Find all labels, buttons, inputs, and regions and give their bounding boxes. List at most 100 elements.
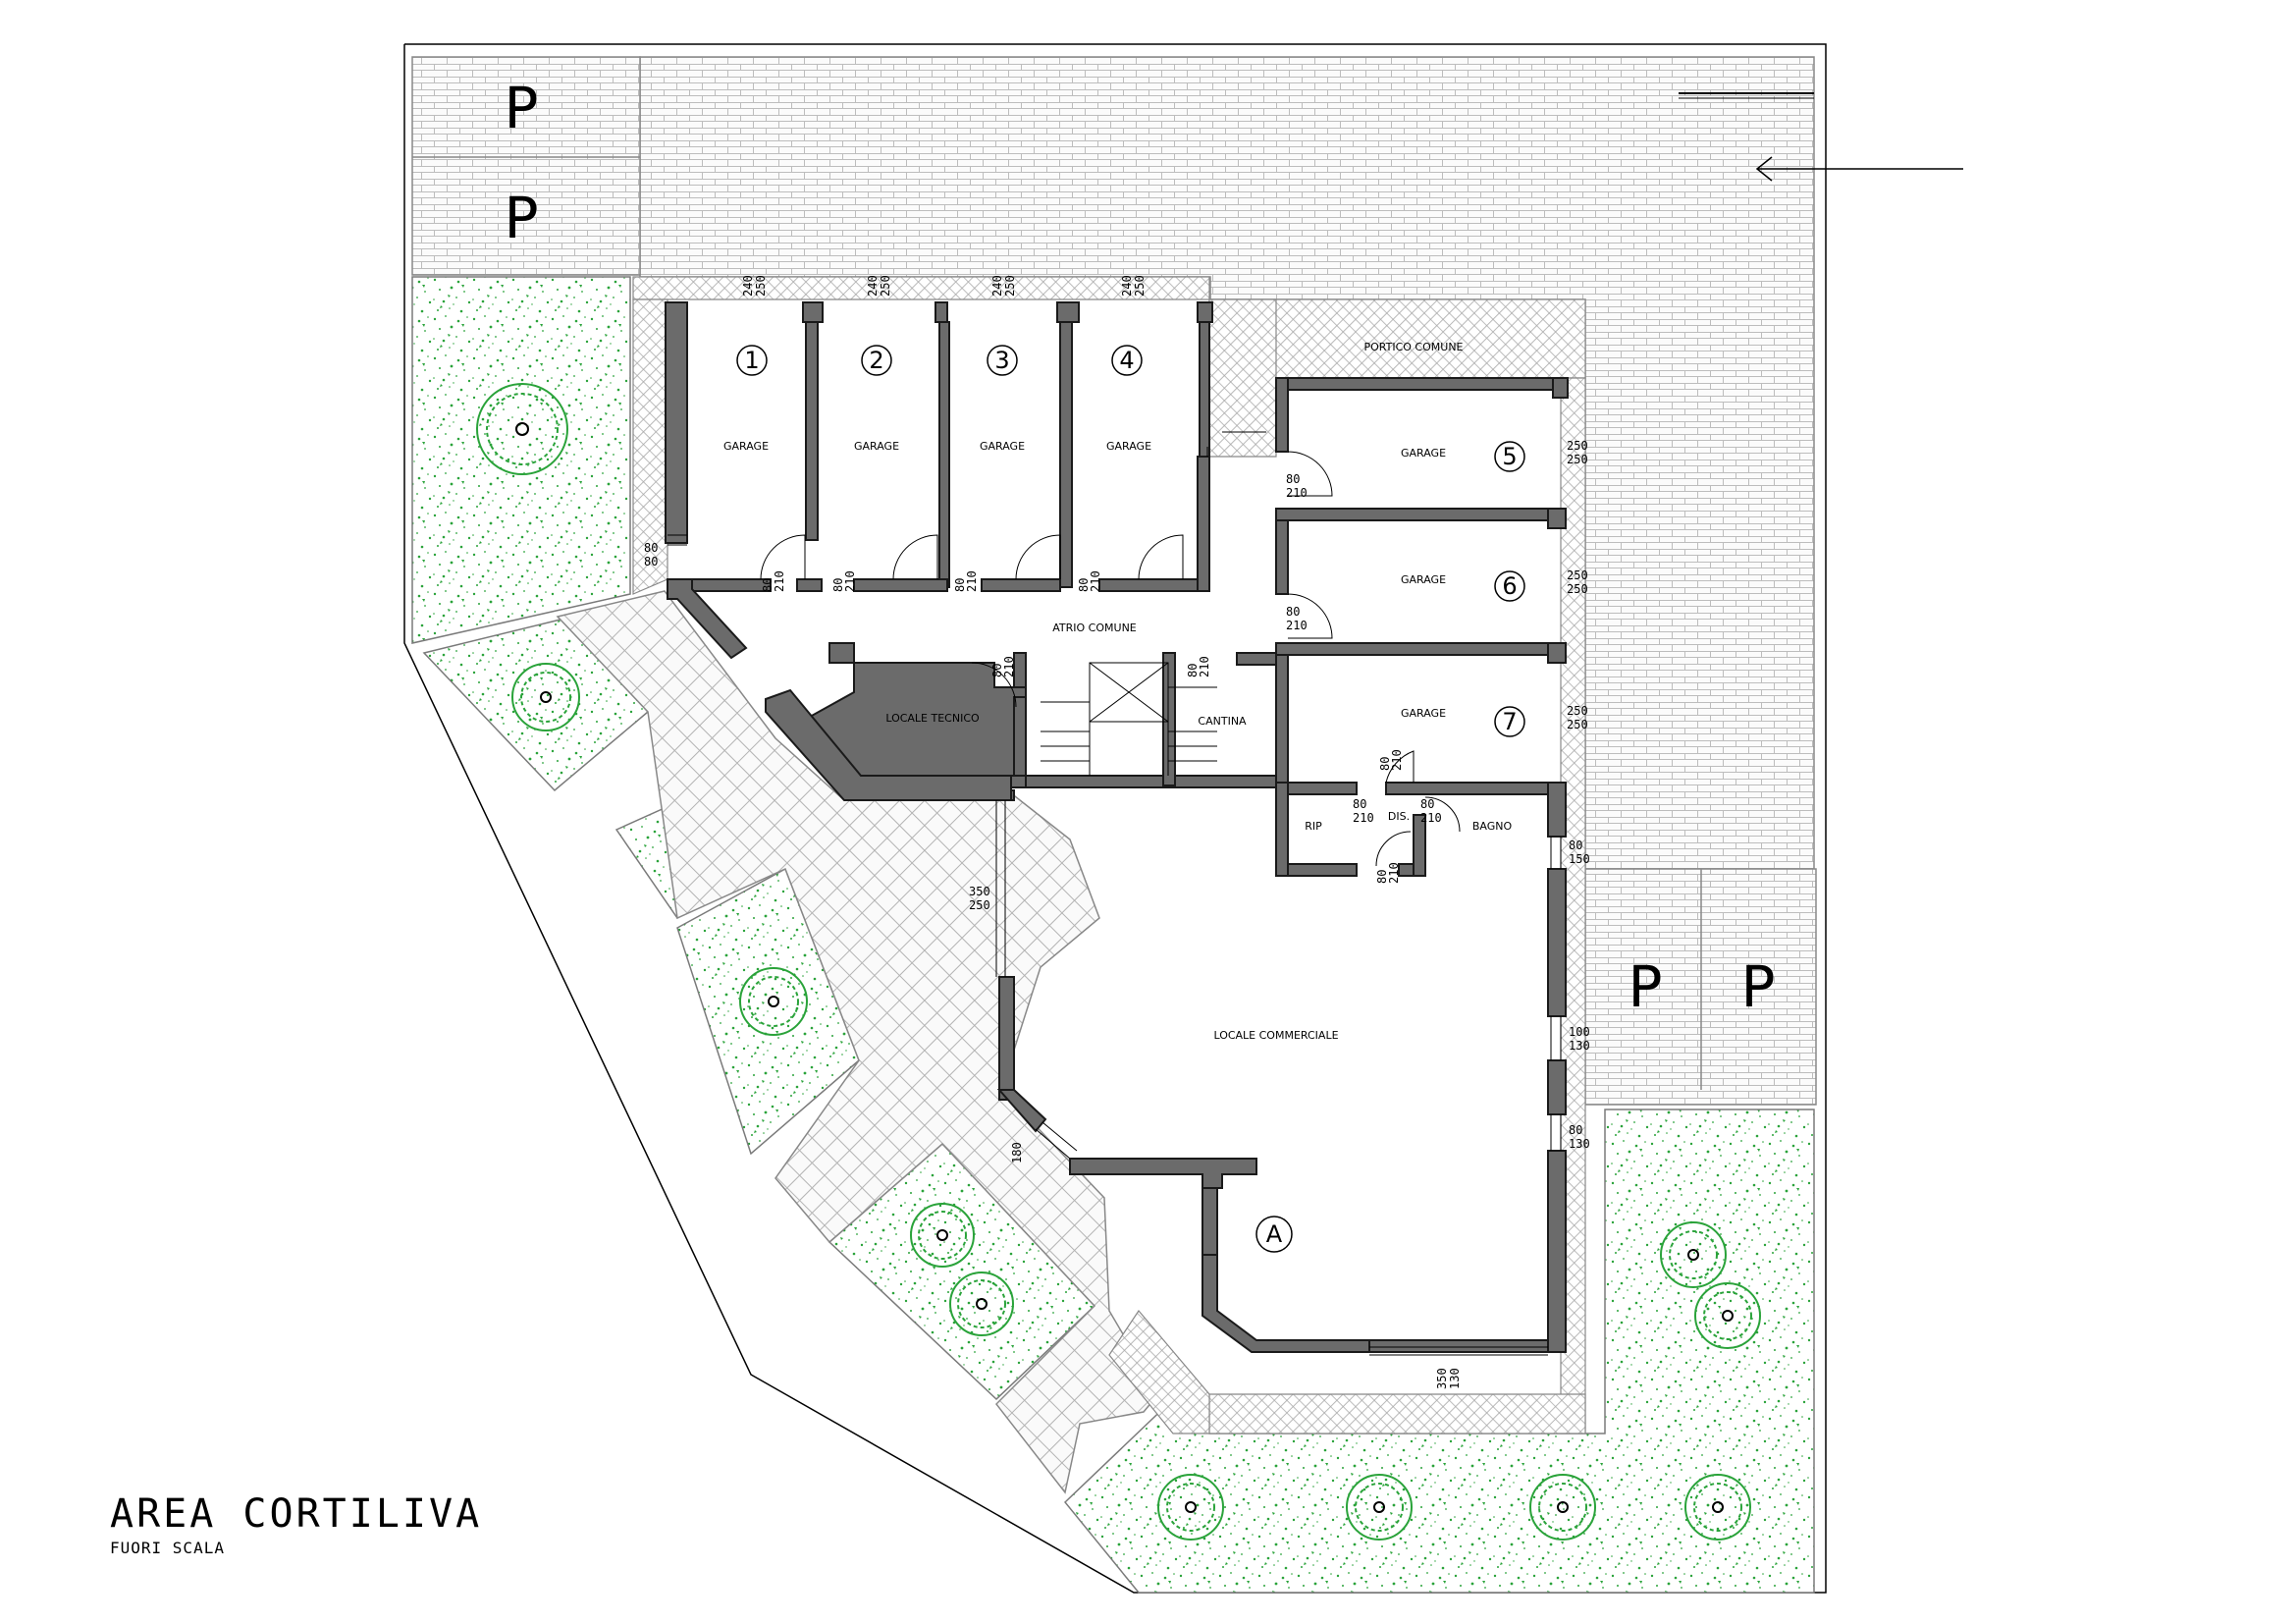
svg-text:80: 80 [644, 541, 658, 555]
svg-text:350: 350 [1435, 1368, 1449, 1389]
parking-symbol: P [505, 75, 539, 141]
svg-text:130: 130 [1448, 1368, 1462, 1389]
garage-label: GARAGE [854, 440, 899, 453]
svg-text:210: 210 [1089, 570, 1102, 592]
tree-icon [511, 663, 580, 731]
garage-label: GARAGE [1106, 440, 1151, 453]
ripostiglio-label: RIP [1305, 820, 1322, 833]
svg-text:210: 210 [965, 570, 979, 592]
locale-tecnico-label: LOCALE TECNICO [885, 712, 980, 725]
door-swings [760, 431, 1461, 867]
svg-text:210: 210 [773, 570, 786, 592]
svg-text:80: 80 [1286, 472, 1300, 486]
svg-text:250: 250 [1567, 582, 1588, 596]
svg-text:250: 250 [1567, 568, 1588, 582]
garage-number-3: 3 [994, 347, 1009, 374]
svg-text:210: 210 [843, 570, 857, 592]
drawing-title: AREA CORTILIVA [110, 1491, 482, 1537]
svg-text:240: 240 [990, 275, 1004, 297]
entrance-marker: A [1266, 1220, 1283, 1248]
svg-text:250: 250 [1567, 439, 1588, 453]
svg-text:100: 100 [1569, 1025, 1590, 1039]
stairs-core [1041, 662, 1217, 776]
svg-text:210: 210 [1002, 656, 1016, 677]
svg-text:80: 80 [1378, 757, 1392, 771]
parking-top-left: P P [411, 56, 641, 276]
svg-text:80: 80 [953, 578, 967, 592]
windows [667, 534, 1562, 1356]
svg-text:80: 80 [831, 578, 845, 592]
svg-text:250: 250 [754, 275, 768, 297]
garage-number-1: 1 [744, 347, 759, 374]
svg-text:80: 80 [1186, 664, 1200, 677]
svg-text:210: 210 [1420, 811, 1442, 825]
parking-symbol: P [1741, 953, 1776, 1020]
parking-symbol: P [1629, 953, 1663, 1020]
disimpegno-label: DIS. [1388, 810, 1410, 823]
svg-text:80: 80 [1353, 797, 1366, 811]
svg-text:80: 80 [990, 664, 1004, 677]
svg-text:80: 80 [1569, 839, 1582, 852]
svg-text:180: 180 [1010, 1142, 1024, 1163]
dimension-labels: 240 250 240 250 240 250 240 250 250 250 … [644, 275, 1590, 1389]
tree-icon [1694, 1282, 1761, 1349]
svg-text:210: 210 [1390, 749, 1404, 771]
garage-number-7: 7 [1502, 708, 1517, 735]
tree-icons [476, 383, 1761, 1541]
entrance-arrow-icon [1755, 156, 1963, 182]
svg-text:240: 240 [866, 275, 880, 297]
locale-commerciale-label: LOCALE COMMERCIALE [1213, 1029, 1338, 1042]
tree-icon [1529, 1474, 1596, 1541]
garage-number-6: 6 [1502, 572, 1517, 600]
svg-text:210: 210 [1198, 656, 1211, 677]
tree-icon [910, 1203, 975, 1268]
svg-text:210: 210 [1286, 486, 1308, 500]
garage-number-5: 5 [1502, 443, 1517, 470]
perimeter-hatch [632, 276, 1586, 1434]
garage-number-4: 4 [1119, 347, 1134, 374]
garage-label: GARAGE [1401, 447, 1446, 460]
garage-label: GARAGE [1401, 707, 1446, 720]
svg-text:80: 80 [1375, 870, 1389, 884]
tree-icon [1684, 1474, 1751, 1541]
garage-number-2: 2 [869, 347, 883, 374]
tree-icon [1660, 1221, 1727, 1288]
svg-text:80: 80 [1077, 578, 1091, 592]
svg-text:210: 210 [1353, 811, 1374, 825]
tree-icon [476, 383, 568, 475]
tree-icon [949, 1271, 1014, 1336]
svg-text:250: 250 [1567, 718, 1588, 731]
garage-label: GARAGE [723, 440, 769, 453]
parking-right: P P [1584, 868, 1817, 1106]
parking-symbol: P [505, 185, 539, 251]
svg-text:80: 80 [761, 578, 774, 592]
atrio-label: ATRIO COMUNE [1052, 622, 1137, 634]
svg-text:350: 350 [969, 885, 990, 898]
svg-text:240: 240 [1120, 275, 1134, 297]
tree-icon [739, 967, 808, 1036]
svg-text:210: 210 [1286, 619, 1308, 632]
bagno-label: BAGNO [1472, 820, 1513, 833]
portico-label: PORTICO COMUNE [1364, 341, 1464, 353]
cantina-label: CANTINA [1198, 715, 1247, 728]
svg-text:210: 210 [1387, 862, 1401, 884]
garage-label: GARAGE [1401, 573, 1446, 586]
room-labels: GARAGE GARAGE GARAGE GARAGE GARAGE GARAG… [723, 341, 1513, 1042]
drawing-subtitle: FUORI SCALA [110, 1539, 225, 1557]
svg-text:240: 240 [741, 275, 755, 297]
svg-text:250: 250 [1567, 704, 1588, 718]
garage-label: GARAGE [980, 440, 1025, 453]
svg-text:250: 250 [879, 275, 892, 297]
tree-icon [1346, 1474, 1413, 1541]
svg-text:150: 150 [1569, 852, 1590, 866]
svg-text:80: 80 [644, 555, 658, 568]
svg-text:250: 250 [969, 898, 990, 912]
svg-text:250: 250 [1133, 275, 1147, 297]
tree-icon [1157, 1474, 1224, 1541]
svg-text:130: 130 [1569, 1137, 1590, 1151]
garage-numbers [736, 345, 1525, 1253]
svg-text:80: 80 [1420, 797, 1434, 811]
svg-text:80: 80 [1569, 1123, 1582, 1137]
building-walls [665, 301, 1569, 1353]
